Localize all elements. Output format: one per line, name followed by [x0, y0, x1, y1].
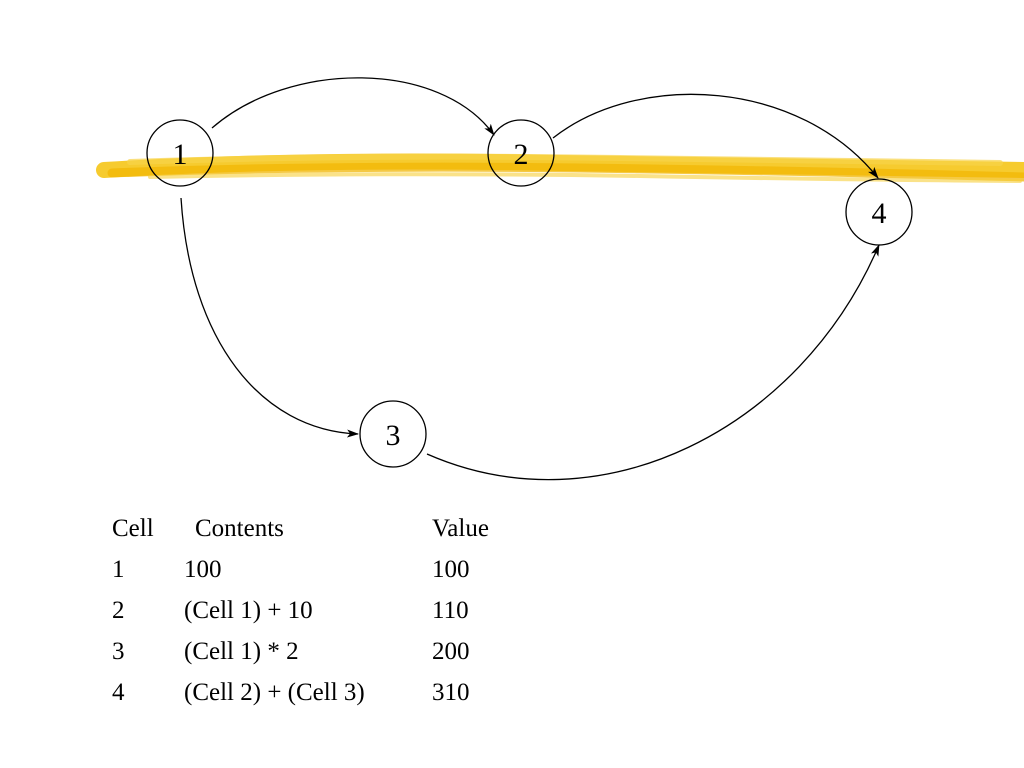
row-cell: 4 [112, 678, 125, 706]
row-cell: 2 [112, 596, 125, 624]
row-contents: 100 [184, 555, 222, 583]
node-1: 1 [146, 119, 214, 187]
row-contents: (Cell 1) * 2 [184, 637, 299, 665]
table-row: 4 (Cell 2) + (Cell 3) 310 [112, 672, 512, 713]
node-4-label: 4 [872, 197, 887, 230]
edge-3-to-4 [426, 244, 880, 481]
edge-1-to-2 [211, 77, 495, 136]
dependency-graph: 1 2 3 4 [96, 77, 1024, 481]
node-3: 3 [359, 400, 427, 468]
node-2: 2 [487, 119, 555, 187]
edge-2-to-4 [552, 93, 879, 179]
table-row: 2 (Cell 1) + 10 110 [112, 590, 512, 631]
header-value: Value [432, 514, 489, 542]
row-cell: 1 [112, 555, 125, 583]
row-value: 200 [432, 637, 470, 665]
table-header-row: Cell Contents Value [112, 508, 512, 549]
header-contents: Contents [195, 514, 284, 542]
node-4: 4 [845, 178, 913, 246]
row-value: 310 [432, 678, 470, 706]
cell-value-table: Cell Contents Value 1 100 100 2 (Cell 1)… [112, 508, 512, 713]
row-value: 100 [432, 555, 470, 583]
highlighter-stroke [96, 153, 1024, 183]
edge-1-to-3 [180, 197, 359, 438]
row-value: 110 [432, 596, 469, 624]
node-3-label: 3 [386, 419, 401, 452]
table-row: 1 100 100 [112, 549, 512, 590]
node-2-label: 2 [514, 138, 529, 171]
row-contents: (Cell 2) + (Cell 3) [184, 678, 365, 706]
table-row: 3 (Cell 1) * 2 200 [112, 631, 512, 672]
row-contents: (Cell 1) + 10 [184, 596, 313, 624]
header-cell: Cell [112, 514, 154, 542]
node-1-label: 1 [173, 138, 188, 171]
row-cell: 3 [112, 637, 125, 665]
